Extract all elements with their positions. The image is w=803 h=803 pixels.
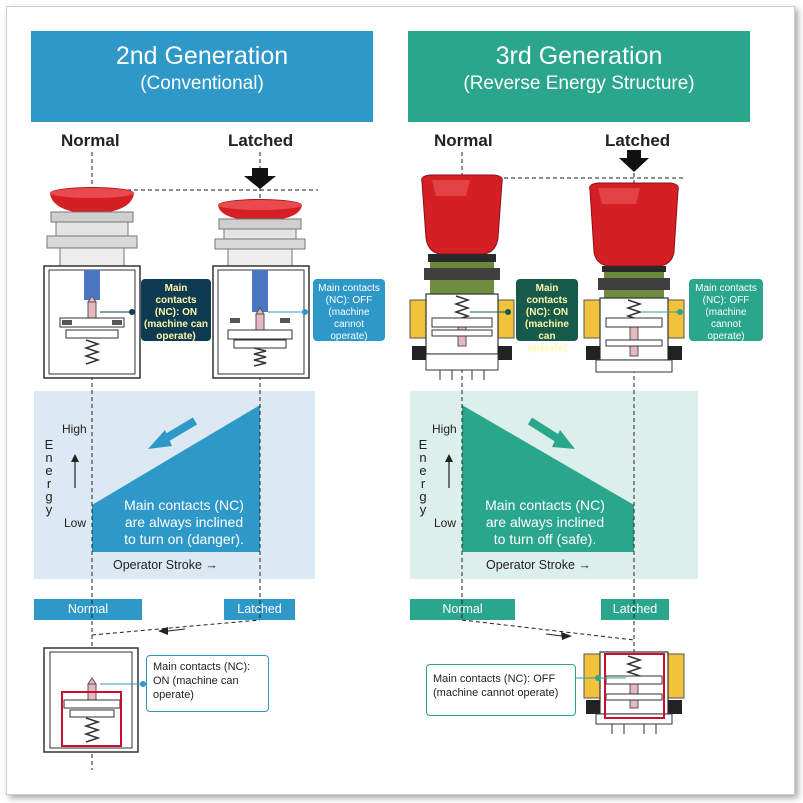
gen3-subtitle: (Reverse Energy Structure): [463, 73, 695, 94]
gen3-latched-switch-graphic: [583, 150, 685, 373]
gen2-tag-latched: Latched: [237, 602, 282, 616]
gen3-header: 3rd Generation (Reverse Energy Structure…: [408, 31, 750, 122]
gen3-diagonal-arrow-icon: [527, 417, 575, 449]
gen3-energy-high-label: High: [432, 422, 457, 436]
gen2-energy-low-label: Low: [64, 516, 87, 530]
gen3-latched-label: Latched: [605, 131, 671, 150]
gen3-normal-label: Normal: [434, 131, 493, 150]
gen2-diagonal-arrow-icon: [148, 417, 198, 449]
gen3-wedge-text: Main contacts (NC) are always inclined t…: [485, 497, 605, 547]
gen2-callout-on: Main contacts (NC): ON (machine can oper…: [141, 279, 211, 342]
gen2-energy-axis-label: E n e r g y: [44, 437, 54, 517]
gen3-tag-latched: Latched: [612, 602, 658, 616]
gen2-latched-label: Latched: [228, 131, 294, 150]
gen2-tag-normal: Normal: [67, 602, 109, 616]
gen2-title: 2nd Generation: [115, 42, 289, 70]
gen3-normal-switch-graphic: [409, 174, 515, 380]
right-arrow-icon: →: [578, 558, 591, 572]
right-arrow-icon: →: [205, 558, 218, 572]
gen2-detail-switch-graphic: [43, 647, 139, 753]
gen3-energy-wedge: [462, 405, 634, 552]
gen2-wedge-text: Main contacts (NC) are always inclined t…: [124, 497, 244, 547]
gen2-normal-switch-graphic: [43, 187, 141, 379]
gen2-energy-high-label: High: [62, 422, 87, 436]
gen3-callout-on: Main contacts (NC): ON (machine can oper…: [516, 279, 578, 354]
gen2-header: 2nd Generation (Conventional): [31, 31, 373, 122]
gen3-callout-off: Main contacts (NC): OFF (machine cannot …: [689, 279, 763, 342]
gen2-latched-switch-graphic: [212, 168, 310, 379]
gen3-operator-stroke: Operator Stroke →: [486, 558, 591, 572]
gen3-energy-axis-label: E n e r g y: [418, 437, 428, 517]
gen3-title: 3rd Generation: [495, 42, 663, 70]
gen2-normal-label: Normal: [61, 131, 120, 150]
gen2-operator-stroke: Operator Stroke →: [113, 558, 218, 572]
gen2-callout-off: Main contacts (NC): OFF (machine cannot …: [313, 279, 385, 342]
gen2-energy-wedge: [92, 405, 260, 552]
gen3-detail-switch-graphic: [583, 651, 685, 734]
gen2-subtitle: (Conventional): [140, 73, 264, 94]
gen3-bottom-note: Main contacts (NC): OFF (machine cannot …: [426, 664, 576, 716]
gen3-energy-low-label: Low: [434, 516, 457, 530]
gen2-bottom-note: Main contacts (NC): ON (machine can oper…: [146, 655, 269, 712]
gen3-tag-normal: Normal: [442, 602, 483, 616]
